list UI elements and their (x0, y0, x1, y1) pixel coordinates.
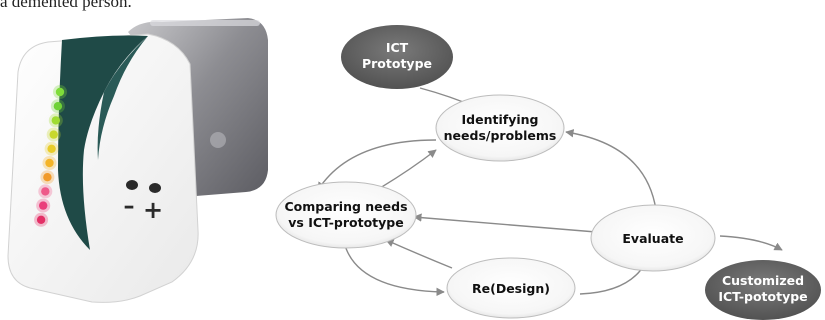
arrow-redesign-to-comparing (385, 239, 453, 269)
arrow-evaluate-to-comparing (413, 213, 597, 233)
arrow-evaluate-to-customized (719, 235, 783, 251)
node-comparing: Comparing needs vs ICT-prototype (275, 181, 417, 249)
led-light (36, 215, 46, 224)
arrow-identifying-to-comparing (317, 139, 437, 191)
led-light (43, 173, 52, 182)
led-light (53, 102, 63, 111)
node-redesign: Re(Design) (446, 257, 576, 319)
evaluate-label: Evaluate (622, 231, 683, 246)
led-column (34, 85, 67, 227)
led-light (41, 187, 50, 196)
ict-prototype-line1: ICT (386, 40, 409, 55)
customized-line1: Customized (722, 273, 804, 288)
comparing-line1: Comparing needs (284, 199, 407, 214)
arrow-comparing-to-redesign (343, 241, 445, 297)
led-light (45, 158, 54, 168)
plus-symbol: + (143, 196, 163, 224)
minus-symbol: – (124, 194, 135, 219)
white-device (7, 33, 199, 303)
identifying-line1: Identifying (462, 112, 539, 127)
minus-button (126, 180, 138, 190)
led-light (49, 130, 58, 139)
device-photo: – + (7, 18, 268, 303)
plus-button (149, 183, 161, 193)
led-light (51, 116, 60, 125)
caption: a demented person. (0, 0, 132, 11)
node-ict-prototype: ICT Prototype (341, 25, 453, 89)
arrow-evaluate-to-identifying (565, 129, 657, 211)
customized-line2: ICT-pototype (718, 289, 807, 304)
node-customized: Customized ICT-pototype (705, 260, 821, 320)
node-identifying: Identifying needs/problems (435, 94, 565, 162)
connectors (317, 87, 783, 297)
node-evaluate: Evaluate (590, 204, 716, 272)
arrow-comparing-to-identifying (379, 149, 437, 189)
redesign-label: Re(Design) (472, 281, 550, 296)
led-light (55, 87, 65, 97)
identifying-line2: needs/problems (444, 128, 557, 143)
device-accent-stripe (58, 35, 148, 250)
comparing-line2: vs ICT-prototype (288, 215, 403, 230)
led-light (47, 144, 56, 153)
led-light (39, 201, 48, 210)
ict-prototype-line2: Prototype (362, 56, 432, 71)
